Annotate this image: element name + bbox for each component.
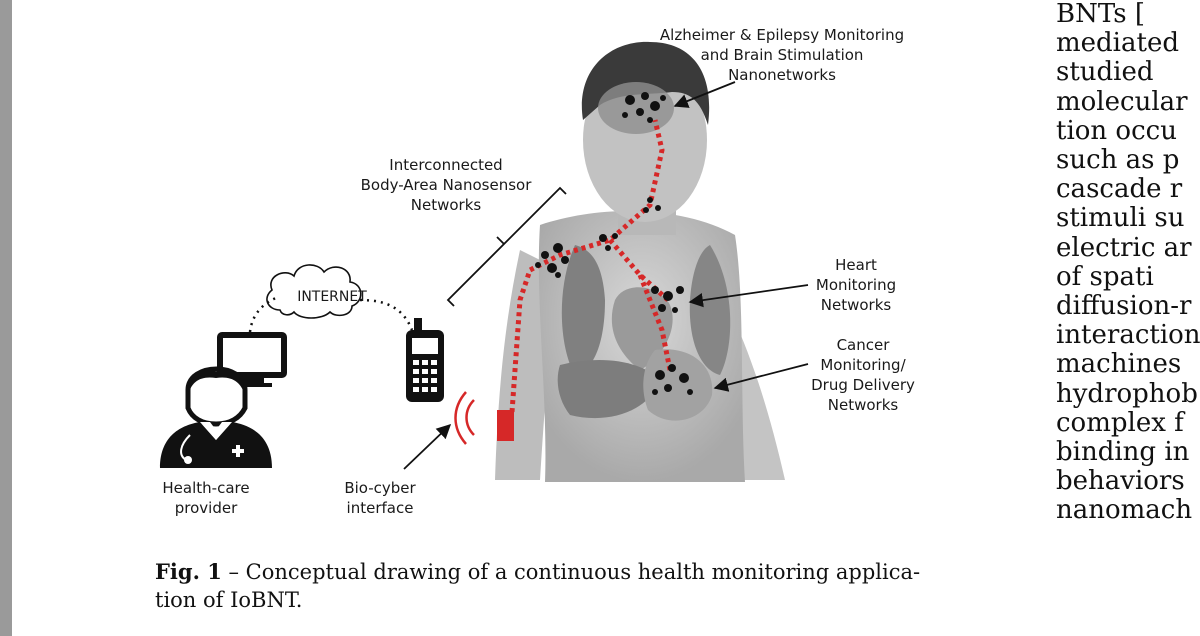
label-alzheimer: Alzheimer & Epilepsy Monitoring and Brai… (659, 26, 905, 84)
body-line: cascade r (1056, 174, 1183, 205)
body-line: tion occu (1056, 115, 1177, 146)
body-line: electric ar (1056, 232, 1192, 263)
body-line: stimuli su (1056, 203, 1185, 234)
body-line: nanomach (1056, 495, 1193, 526)
caption-figure-number: Fig. 1 (155, 559, 222, 584)
label-healthcare-provider: Health-care provider (162, 479, 250, 517)
body-line: diffusion-r (1056, 291, 1192, 322)
body-line: binding in (1056, 437, 1190, 468)
body-line: BNTs [ (1056, 0, 1146, 29)
annotation-arrows (403, 81, 809, 470)
computer-monitor-icon (217, 332, 287, 387)
figure-caption: Fig. 1 – Conceptual drawing of a continu… (155, 558, 985, 614)
body-line: mediated (1056, 28, 1179, 59)
body-line: of spati (1056, 261, 1154, 292)
label-heart: Heart Monitoring Networks (815, 256, 897, 314)
human-body-illustration (495, 41, 785, 483)
page-edge-gutter (0, 0, 12, 636)
body-text-column: BNTs [ mediated studied molecular tion o… (1056, 0, 1200, 636)
body-line: interaction (1056, 320, 1200, 351)
bio-cyber-signal-path (509, 119, 673, 413)
label-internet: INTERNET (297, 289, 367, 305)
bio-cyber-device (497, 410, 514, 441)
body-line: machines (1056, 349, 1182, 380)
caption-text: – Conceptual drawing of a continuous hea… (155, 560, 921, 612)
iobnt-figure (160, 41, 809, 483)
label-interconnected: Interconnected Body-Area Nanosensor Netw… (360, 156, 532, 214)
network-bracket (446, 186, 567, 307)
internet-cloud-icon (266, 264, 362, 319)
label-cancer: Cancer Monitoring/ Drug Delivery Network… (811, 336, 915, 414)
body-line: behaviors (1056, 466, 1185, 497)
body-line: such as p (1056, 145, 1180, 176)
body-line: hydrophob (1056, 378, 1198, 409)
mobile-phone-icon (406, 318, 444, 402)
body-line: studied (1056, 57, 1154, 88)
label-bio-cyber-interface: Bio-cyber interface (344, 479, 416, 517)
dotted-links (248, 296, 414, 333)
wireless-signal-icon (454, 391, 475, 445)
body-line: complex f (1056, 407, 1184, 438)
doctor-icon (160, 366, 272, 468)
body-line: molecular (1056, 86, 1188, 117)
nanonetwork-dots (535, 92, 693, 395)
